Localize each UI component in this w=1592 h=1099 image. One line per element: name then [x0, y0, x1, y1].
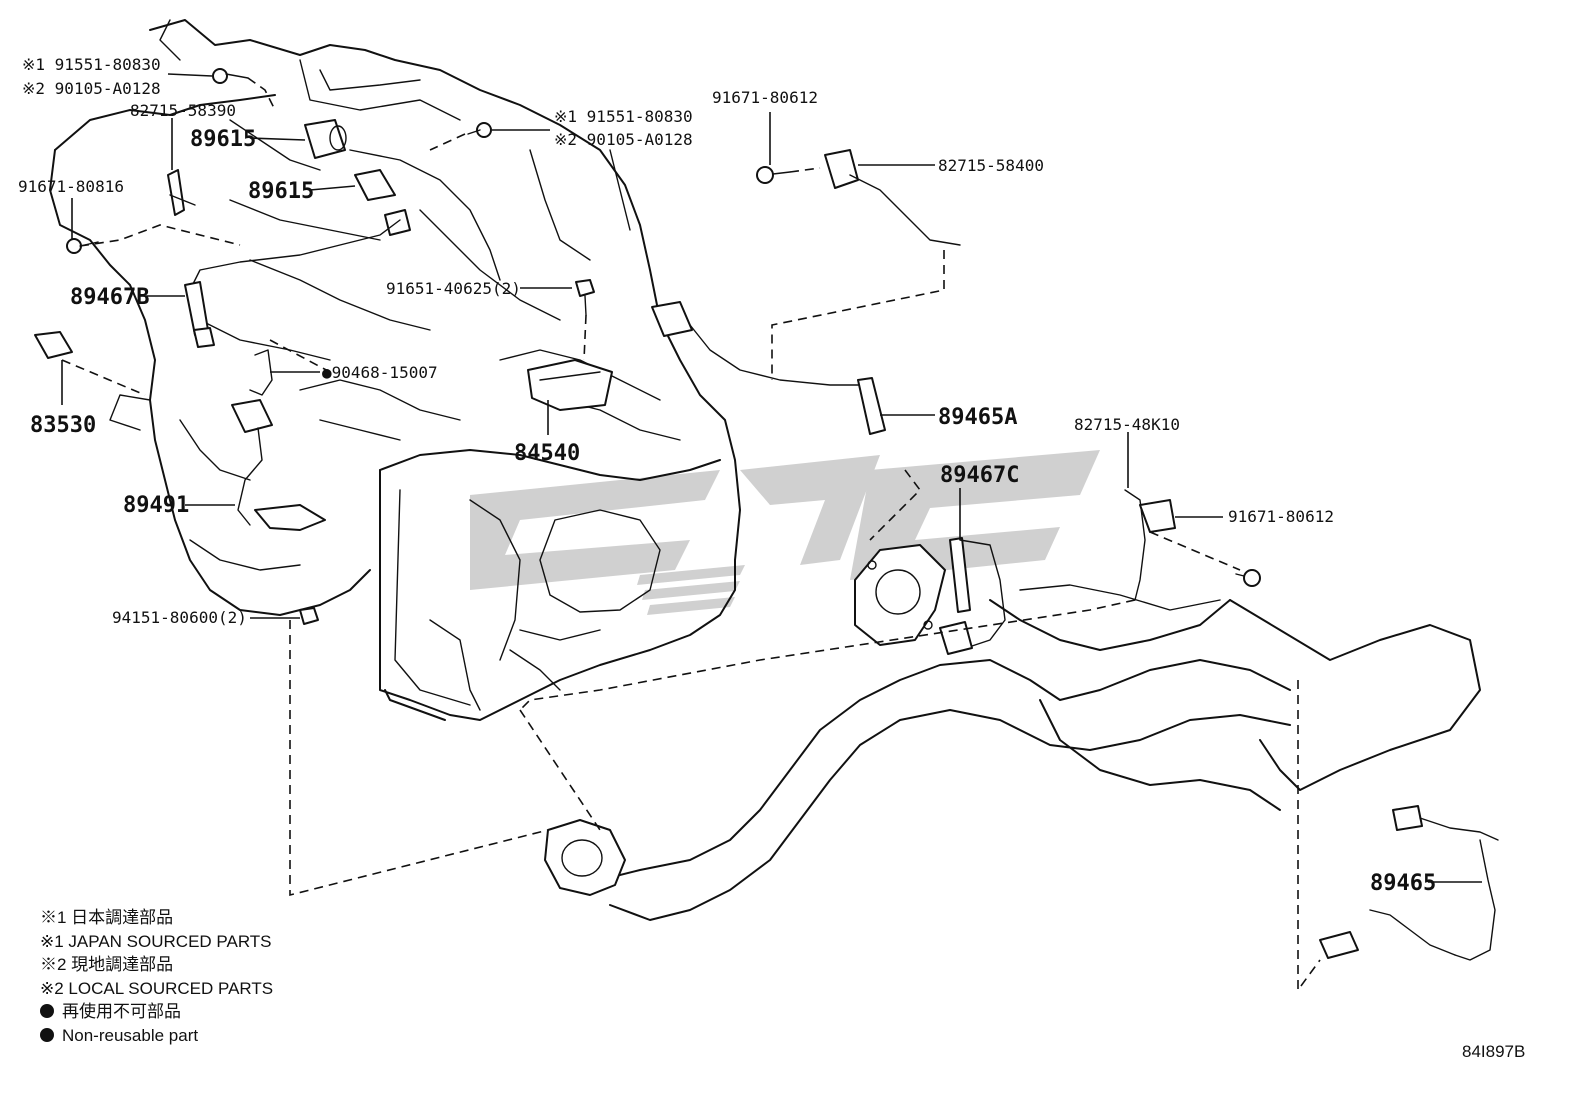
bracket-82715-58390: [167, 169, 196, 216]
bracket-82715-48k10: [1124, 489, 1176, 601]
label-bolt-91671-80612-right: 91671-80612: [1228, 507, 1334, 526]
sensor-89465a: [651, 301, 886, 435]
label-sensor-83530: 83530: [30, 413, 96, 438]
bracket-82715-58400: [824, 149, 961, 246]
exhaust-pipe: [599, 584, 1481, 921]
label-bolt-91651: 91651-40625(2): [386, 279, 521, 298]
sensor-84540: [527, 359, 613, 411]
manifold-flange: [854, 544, 946, 646]
label-bolt-top-left-2: ※2 90105-A0128: [22, 79, 161, 98]
label-sensor-89467b: 89467B: [70, 285, 149, 310]
leader-lines: [61, 73, 1482, 883]
label-sensor-84540: 84540: [514, 441, 580, 466]
label-clip-90468: ●90468-15007: [322, 363, 438, 382]
sensor-89615-a: [304, 119, 347, 159]
dashed-guides: [61, 77, 1321, 993]
bolt-91651: [575, 279, 595, 316]
label-sensor-89465a: 89465A: [938, 405, 1017, 430]
engine-block: [49, 19, 741, 721]
label-bolt-91671-80816: 91671-80816: [18, 177, 124, 196]
callout-labels: ※1 91551-80830 ※2 90105-A0128 82715-5839…: [18, 55, 1436, 896]
bolt-91671-80612-right: [1235, 569, 1261, 587]
legend-note2-jp: ※2 現地調達部品: [40, 955, 174, 974]
diagram-id: 84I897B: [1462, 1042, 1526, 1061]
legend: ※1 日本調達部品 ※1 JAPAN SOURCED PARTS ※2 現地調達…: [40, 906, 273, 1047]
sensor-89491: [231, 399, 326, 531]
legend-note1-en: ※1 JAPAN SOURCED PARTS: [40, 931, 272, 951]
sensor-89467c: [939, 537, 1006, 655]
sensor-89467b: [184, 219, 401, 348]
label-bolt-91671-80612-top: 91671-80612: [712, 88, 818, 107]
clip-90468: [249, 349, 273, 396]
label-sensor-89465: 89465: [1370, 871, 1436, 896]
label-sensor-89467c: 89467C: [940, 463, 1019, 488]
label-bolt-mid-1: ※1 91551-80830: [554, 107, 693, 126]
sensor-83530: [34, 331, 73, 359]
bolt-top-left: [212, 68, 249, 84]
exhaust-flange-front: [544, 819, 626, 896]
legend-note1-jp: ※1 日本調達部品: [40, 908, 174, 927]
legend-nonreusable-en-row: Non-reusable part: [40, 1024, 273, 1048]
bolt-mid: [467, 122, 492, 138]
sensor-89465: [1319, 805, 1499, 961]
legend-nonreusable-en: Non-reusable part: [62, 1025, 199, 1045]
label-bracket-82715-48k10: 82715-48K10: [1074, 415, 1180, 434]
label-sensor-89491: 89491: [123, 493, 189, 518]
label-sensor-89615-a: 89615: [190, 127, 256, 152]
bolt-94151: [299, 607, 319, 625]
label-bolt-mid-2: ※2 90105-A0128: [554, 130, 693, 149]
label-bracket-82715-58400: 82715-58400: [938, 156, 1044, 175]
sensor-89615-b: [354, 169, 411, 236]
bolt-91671-80612-top: [756, 166, 791, 184]
bullet-icon: [40, 1027, 54, 1042]
legend-nonreusable-jp: 再使用不可部品: [62, 1002, 181, 1021]
bullet-icon: [40, 1004, 54, 1018]
label-bolt-94151: 94151-80600(2): [112, 608, 247, 627]
legend-note2-en: ※2 LOCAL SOURCED PARTS: [40, 978, 274, 998]
label-sensor-89615-b: 89615: [248, 179, 314, 204]
legend-nonreusable-jp-row: 再使用不可部品: [40, 1000, 273, 1024]
label-bolt-top-left-1: ※1 91551-80830: [22, 55, 161, 74]
label-bracket-82715-58390: 82715-58390: [130, 101, 236, 120]
